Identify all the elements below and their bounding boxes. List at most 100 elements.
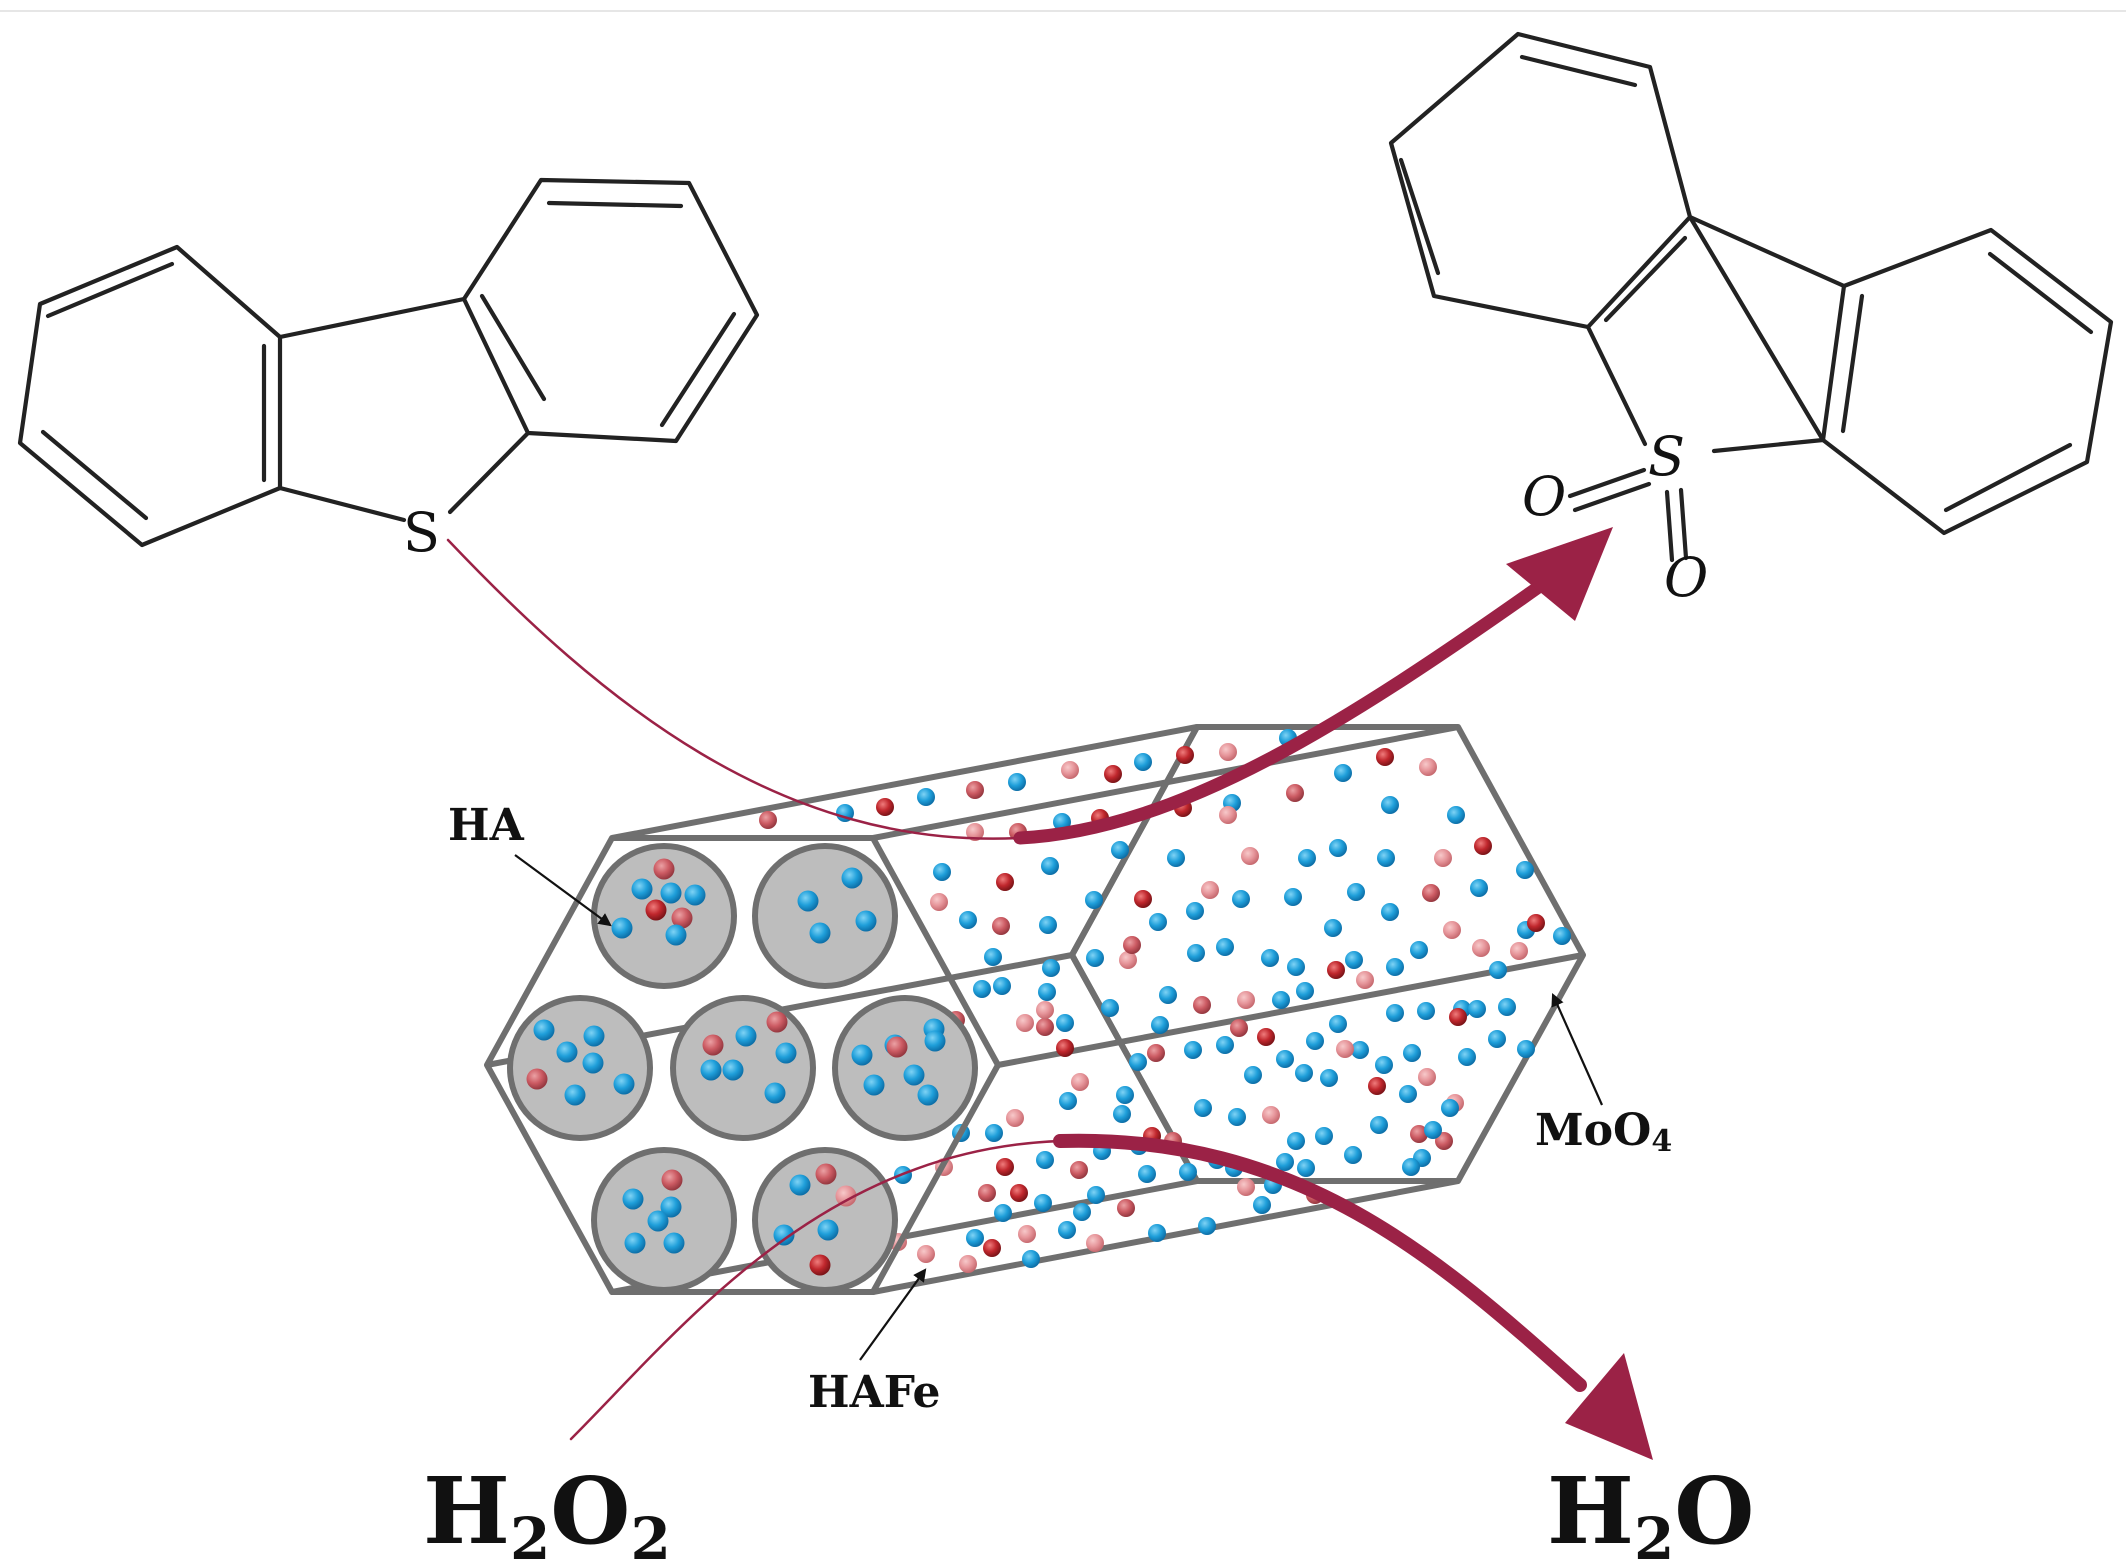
particle [1034,1194,1052,1212]
particle [700,1059,722,1081]
particle [1327,961,1345,979]
particle [1472,939,1490,957]
particle [1008,773,1026,791]
particle [1006,1109,1024,1127]
particle [622,1188,644,1210]
particle [1194,1099,1212,1117]
h2o2-o: O [550,1457,630,1565]
particle [1134,890,1152,908]
particle [1036,1001,1054,1019]
particle [1449,1008,1467,1026]
particle [1116,1086,1134,1104]
particle [1297,1159,1315,1177]
particle [1435,1132,1453,1150]
particle [663,1232,685,1254]
particle [1147,1044,1165,1062]
particle [1232,890,1250,908]
particle [1377,849,1395,867]
particle [1018,1225,1036,1243]
particle [917,1084,939,1106]
component-labels: HA HAFe MoO4 H2O2 H2O [423,800,1754,1565]
particle [1320,1069,1338,1087]
particle [966,781,984,799]
particle [1468,1000,1486,1018]
reaction-flow-arrows [446,527,1653,1460]
particle [1447,806,1465,824]
particle [1176,746,1194,764]
particle [1016,1014,1034,1032]
particle [1403,1044,1421,1062]
h2o-o: O [1674,1457,1754,1565]
particle [930,893,948,911]
h2o-subscript: 2 [1634,1505,1674,1565]
particle [1184,1041,1202,1059]
particle [1179,1163,1197,1181]
particle [1237,1178,1255,1196]
particle [1138,1165,1156,1183]
particle [1443,921,1461,939]
particle [660,882,682,904]
particle [1381,903,1399,921]
particle [631,878,653,900]
particle [917,1245,935,1263]
particle [1417,1002,1435,1020]
particle [996,873,1014,891]
particle [653,858,675,880]
particle [924,1030,946,1052]
particle [1336,1040,1354,1058]
h2o2-subscript-2: 2 [630,1505,670,1565]
particle [533,1019,555,1041]
particle [1376,748,1394,766]
moo4-subscript: 4 [1651,1124,1672,1159]
product-oxygen-left-label: O [1522,465,1566,528]
particle [1061,761,1079,779]
particle [1489,961,1507,979]
particle [863,1074,885,1096]
particle [1123,936,1141,954]
particle [1334,764,1352,782]
particle [1219,743,1237,761]
particle [917,788,935,806]
particle [1104,765,1122,783]
particle [797,890,819,912]
particle [1071,1073,1089,1091]
particle [1261,949,1279,967]
particle [1201,881,1219,899]
particle [1036,1018,1054,1036]
particle [665,924,687,946]
moo4-main: MoO [1535,1105,1651,1156]
particle [1295,1064,1313,1082]
particle [1410,941,1428,959]
particle [933,863,951,881]
particle [1228,1108,1246,1126]
particle [1498,998,1516,1016]
particle [1276,1050,1294,1068]
particle [1329,1015,1347,1033]
particle [978,1184,996,1202]
particle [1418,1068,1436,1086]
particle [1386,958,1404,976]
particle [775,1042,797,1064]
particle [647,1210,669,1232]
particle [855,910,877,932]
particle [1370,1116,1388,1134]
back-hexagon [1069,724,1586,1184]
particle [1087,1186,1105,1204]
particle [1324,919,1342,937]
particle [1458,1048,1476,1066]
particle [1085,891,1103,909]
particle [1219,806,1237,824]
particle [1113,1105,1131,1123]
particle [809,922,831,944]
particle [1056,1039,1074,1057]
particle [583,1025,605,1047]
particle [1516,861,1534,879]
particle [1527,914,1545,932]
pore [832,995,978,1141]
particle [684,884,706,906]
particle [1262,1106,1280,1124]
moo4-label: MoO4 [1535,1105,1672,1159]
particle [1410,1125,1428,1143]
pore-particles [526,858,946,1276]
ha-leader-line [514,854,612,927]
